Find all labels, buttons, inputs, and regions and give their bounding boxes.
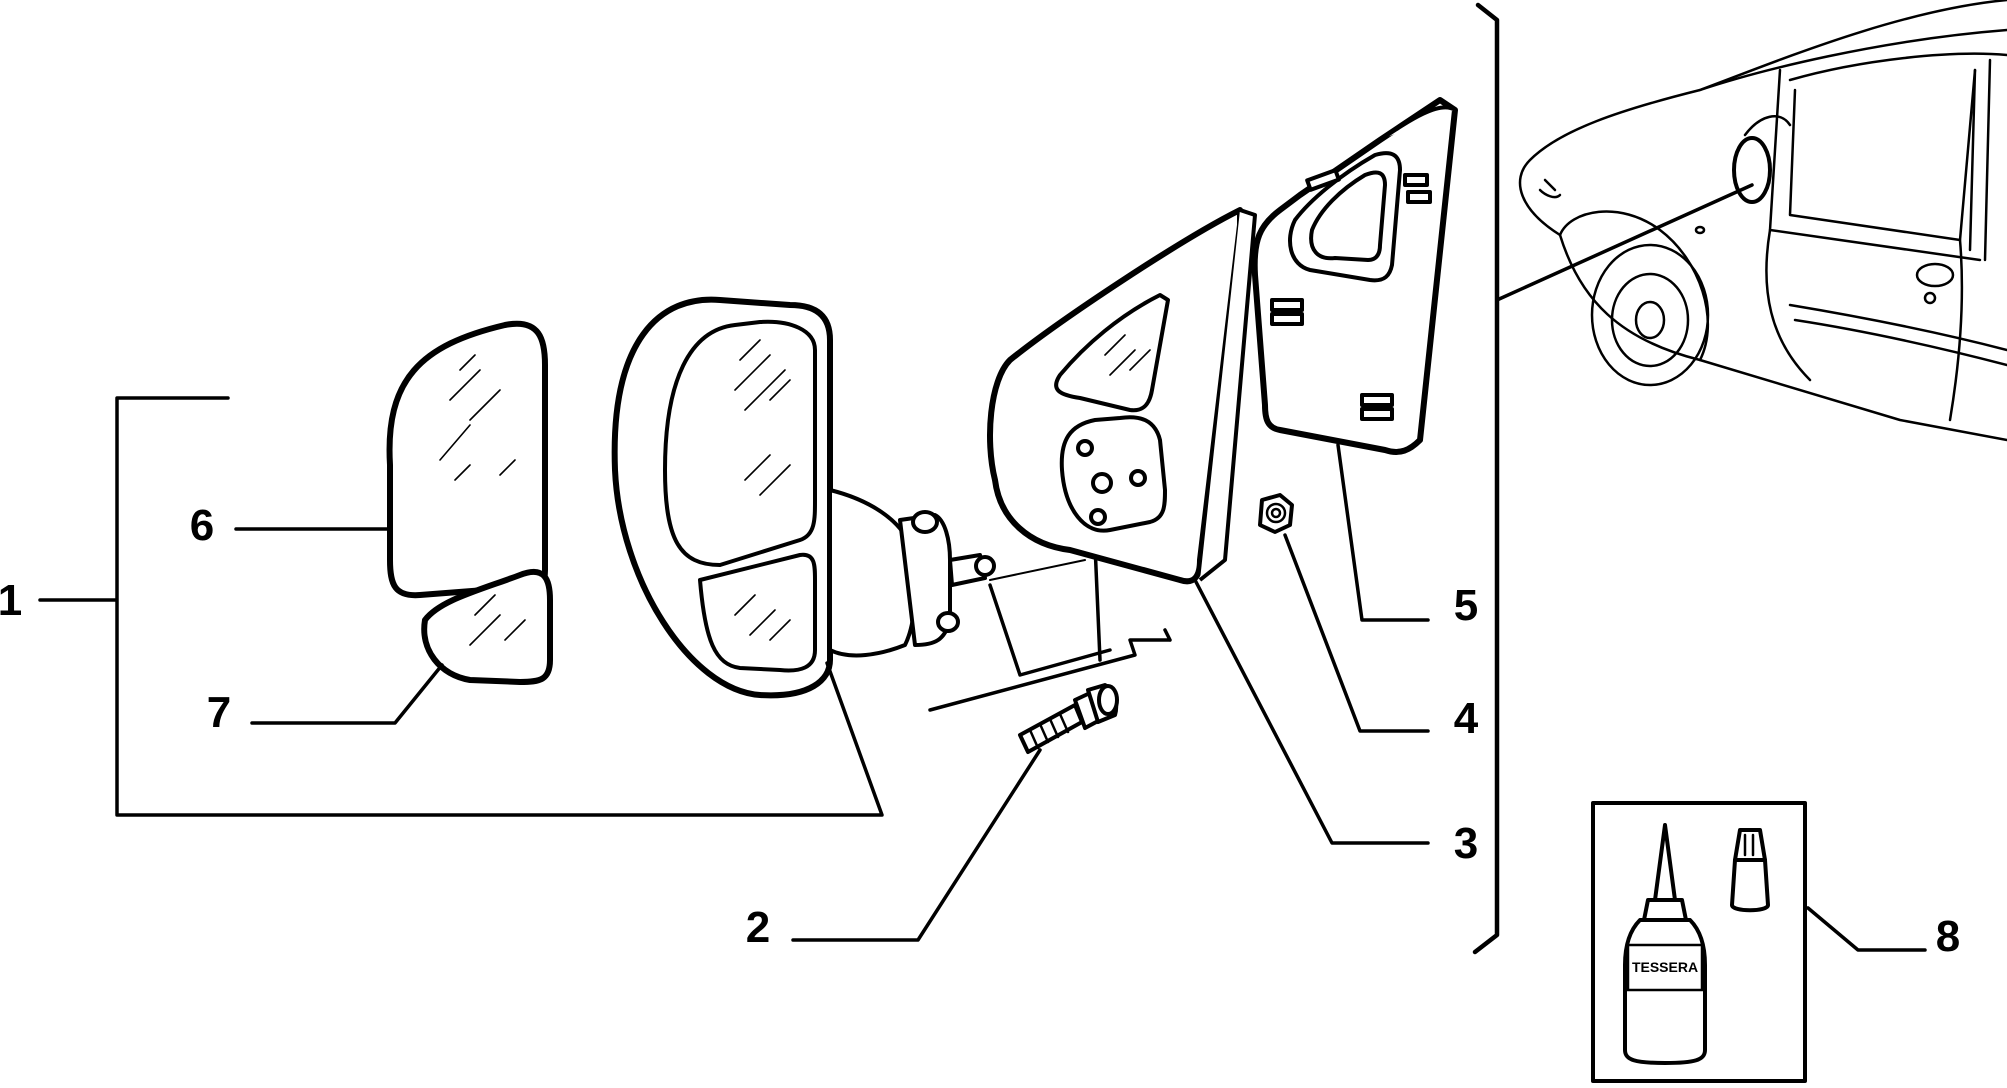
bolt xyxy=(1018,683,1119,754)
adhesive-kit: TESSERA xyxy=(1591,801,1807,1083)
callout-1: 1 xyxy=(0,576,22,625)
callout-7: 7 xyxy=(207,688,231,737)
bracket-pointer-line xyxy=(1495,183,1754,302)
mirror-housing xyxy=(611,296,996,699)
assembly-guide-lines xyxy=(928,543,1172,712)
callout-2: 2 xyxy=(746,903,770,952)
callout-6: 6 xyxy=(190,501,214,550)
mirror-base-plate xyxy=(987,207,1257,585)
callout-8: 8 xyxy=(1936,912,1960,961)
group-bracket xyxy=(1472,2,1500,955)
callout-5: 5 xyxy=(1454,581,1478,630)
mirror-glass-upper xyxy=(386,320,548,599)
leader-lines xyxy=(38,396,1927,952)
callout-3: 3 xyxy=(1454,819,1478,868)
car-illustration xyxy=(1518,0,2007,442)
door-trim-cover xyxy=(1251,97,1458,455)
mirror-glass-lower xyxy=(421,568,553,685)
adhesive-label: TESSERA xyxy=(1632,959,1698,975)
nut xyxy=(1258,493,1294,534)
callout-4: 4 xyxy=(1454,694,1479,743)
